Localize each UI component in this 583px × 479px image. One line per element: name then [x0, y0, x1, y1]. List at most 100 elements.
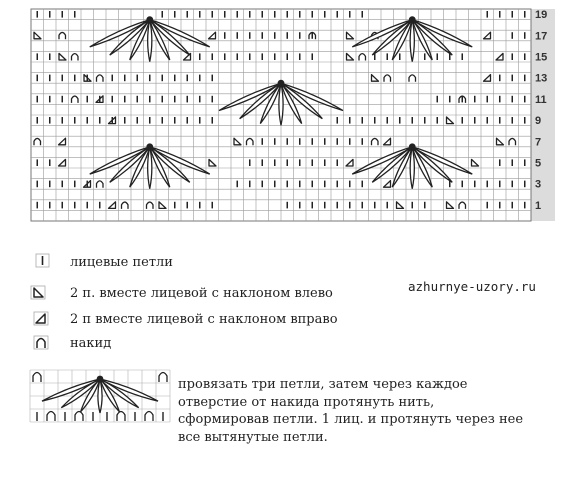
chart-grid	[30, 8, 555, 222]
mini-yarn-over	[116, 410, 126, 421]
k2tog-right	[482, 73, 492, 82]
flower-petal	[391, 19, 413, 61]
flower-petal	[129, 146, 151, 188]
flower-petal	[280, 82, 303, 124]
flower-petal	[371, 146, 413, 183]
flower-petal	[60, 378, 101, 409]
yarn-over	[308, 31, 317, 40]
flower-petal	[351, 18, 413, 48]
yarn-over	[358, 53, 367, 61]
k2tog-left	[208, 158, 217, 167]
k2tog-left	[445, 116, 455, 125]
knit-stitch-icon	[35, 253, 50, 268]
row-number: 15	[535, 52, 547, 64]
row-number: 3	[535, 179, 541, 191]
flower-petal	[409, 19, 415, 62]
k2tog-right	[382, 137, 392, 146]
k2tog-left	[470, 158, 480, 167]
flower-petal	[371, 19, 413, 56]
k2tog-left	[395, 201, 405, 210]
yarn-over	[120, 201, 129, 209]
row-number: 1	[535, 200, 541, 212]
row-number: 7	[535, 136, 541, 148]
flower-knot	[146, 16, 154, 23]
k2tog-left-icon	[30, 285, 46, 300]
mini-yarn-over	[46, 410, 56, 421]
flower-petal	[218, 82, 282, 112]
k2tog-left	[83, 73, 92, 82]
flower-petal	[239, 82, 282, 120]
flower-petal	[149, 18, 211, 48]
yarn-over	[70, 95, 79, 103]
explanation-line: провязать три петли, затем через каждое	[178, 377, 468, 392]
k2tog-right	[182, 52, 192, 61]
flower-petal	[41, 378, 101, 402]
mini-yarn-over	[158, 371, 168, 382]
k2tog-left	[345, 31, 355, 40]
flower-petal	[97, 378, 103, 414]
flower-knot	[96, 375, 104, 383]
flower-petal	[280, 82, 344, 112]
yarn-over	[458, 201, 467, 209]
k2tog-right	[207, 31, 217, 40]
k2tog-left	[345, 52, 355, 61]
k2tog-right	[107, 116, 117, 125]
flower-petal	[89, 146, 151, 175]
flower-petal	[411, 146, 473, 175]
cluster-explanation: провязать три петли, затем через каждое …	[178, 376, 578, 446]
yarn-over	[370, 137, 379, 146]
flower-petal	[147, 146, 153, 189]
k2tog-left	[495, 137, 505, 146]
k2tog-right	[57, 158, 67, 167]
flower-petal	[411, 19, 433, 61]
cluster-illustration	[29, 369, 171, 423]
k2tog-left	[233, 137, 242, 146]
flower-petal	[411, 146, 433, 188]
flower-petal	[80, 378, 101, 413]
k2tog-right-icon	[33, 311, 49, 326]
k2tog-right	[95, 95, 104, 104]
row-number: 17	[535, 30, 547, 42]
k2tog-right	[482, 31, 492, 40]
flower-petal	[99, 378, 120, 413]
k2tog-right	[382, 179, 392, 188]
flower-petal	[109, 146, 151, 183]
flower-petal	[99, 378, 159, 402]
flower-petal	[149, 146, 171, 188]
yarn-over	[458, 95, 467, 103]
yarn-over	[245, 137, 254, 146]
k2tog-right	[495, 52, 504, 61]
flower-petal	[280, 82, 323, 120]
yarn-over-icon	[33, 335, 49, 350]
row-number: 19	[535, 9, 547, 21]
yarn-over	[383, 74, 392, 82]
legend-label-k2tog-left: 2 п. вместе лицевой с наклоном влево	[70, 286, 333, 301]
k2tog-right	[107, 201, 117, 210]
flower-petal	[391, 146, 413, 188]
flower-petal	[147, 19, 153, 62]
flower-petal	[409, 146, 415, 189]
flower-petal	[259, 82, 282, 124]
k2tog-left	[370, 73, 380, 82]
yarn-over	[33, 137, 42, 146]
flower-petal	[109, 19, 151, 56]
chart-symbols	[33, 11, 526, 210]
yarn-over	[145, 201, 154, 209]
k2tog-left	[33, 31, 42, 40]
k2tog-right	[345, 158, 354, 167]
legend-label-k2tog-right: 2 п вместе лицевой с наклоном вправо	[70, 312, 338, 327]
row-number: 11	[535, 94, 547, 106]
flower-knot	[408, 143, 416, 151]
yarn-over	[408, 74, 417, 82]
flower-petal	[411, 18, 473, 48]
explanation-line: отверстие от накида протянуть нить,	[178, 394, 435, 410]
yarn-over	[508, 137, 517, 146]
yarn-over	[95, 180, 104, 188]
mini-yarn-over	[144, 410, 154, 421]
flower-petal	[278, 83, 284, 126]
flower-petal	[149, 146, 191, 183]
site-watermark: azhurnye-uzory.ru	[408, 279, 536, 294]
mini-yarn-over	[74, 410, 84, 421]
chart-flower-clusters	[89, 16, 473, 189]
flower-petal	[149, 146, 211, 175]
